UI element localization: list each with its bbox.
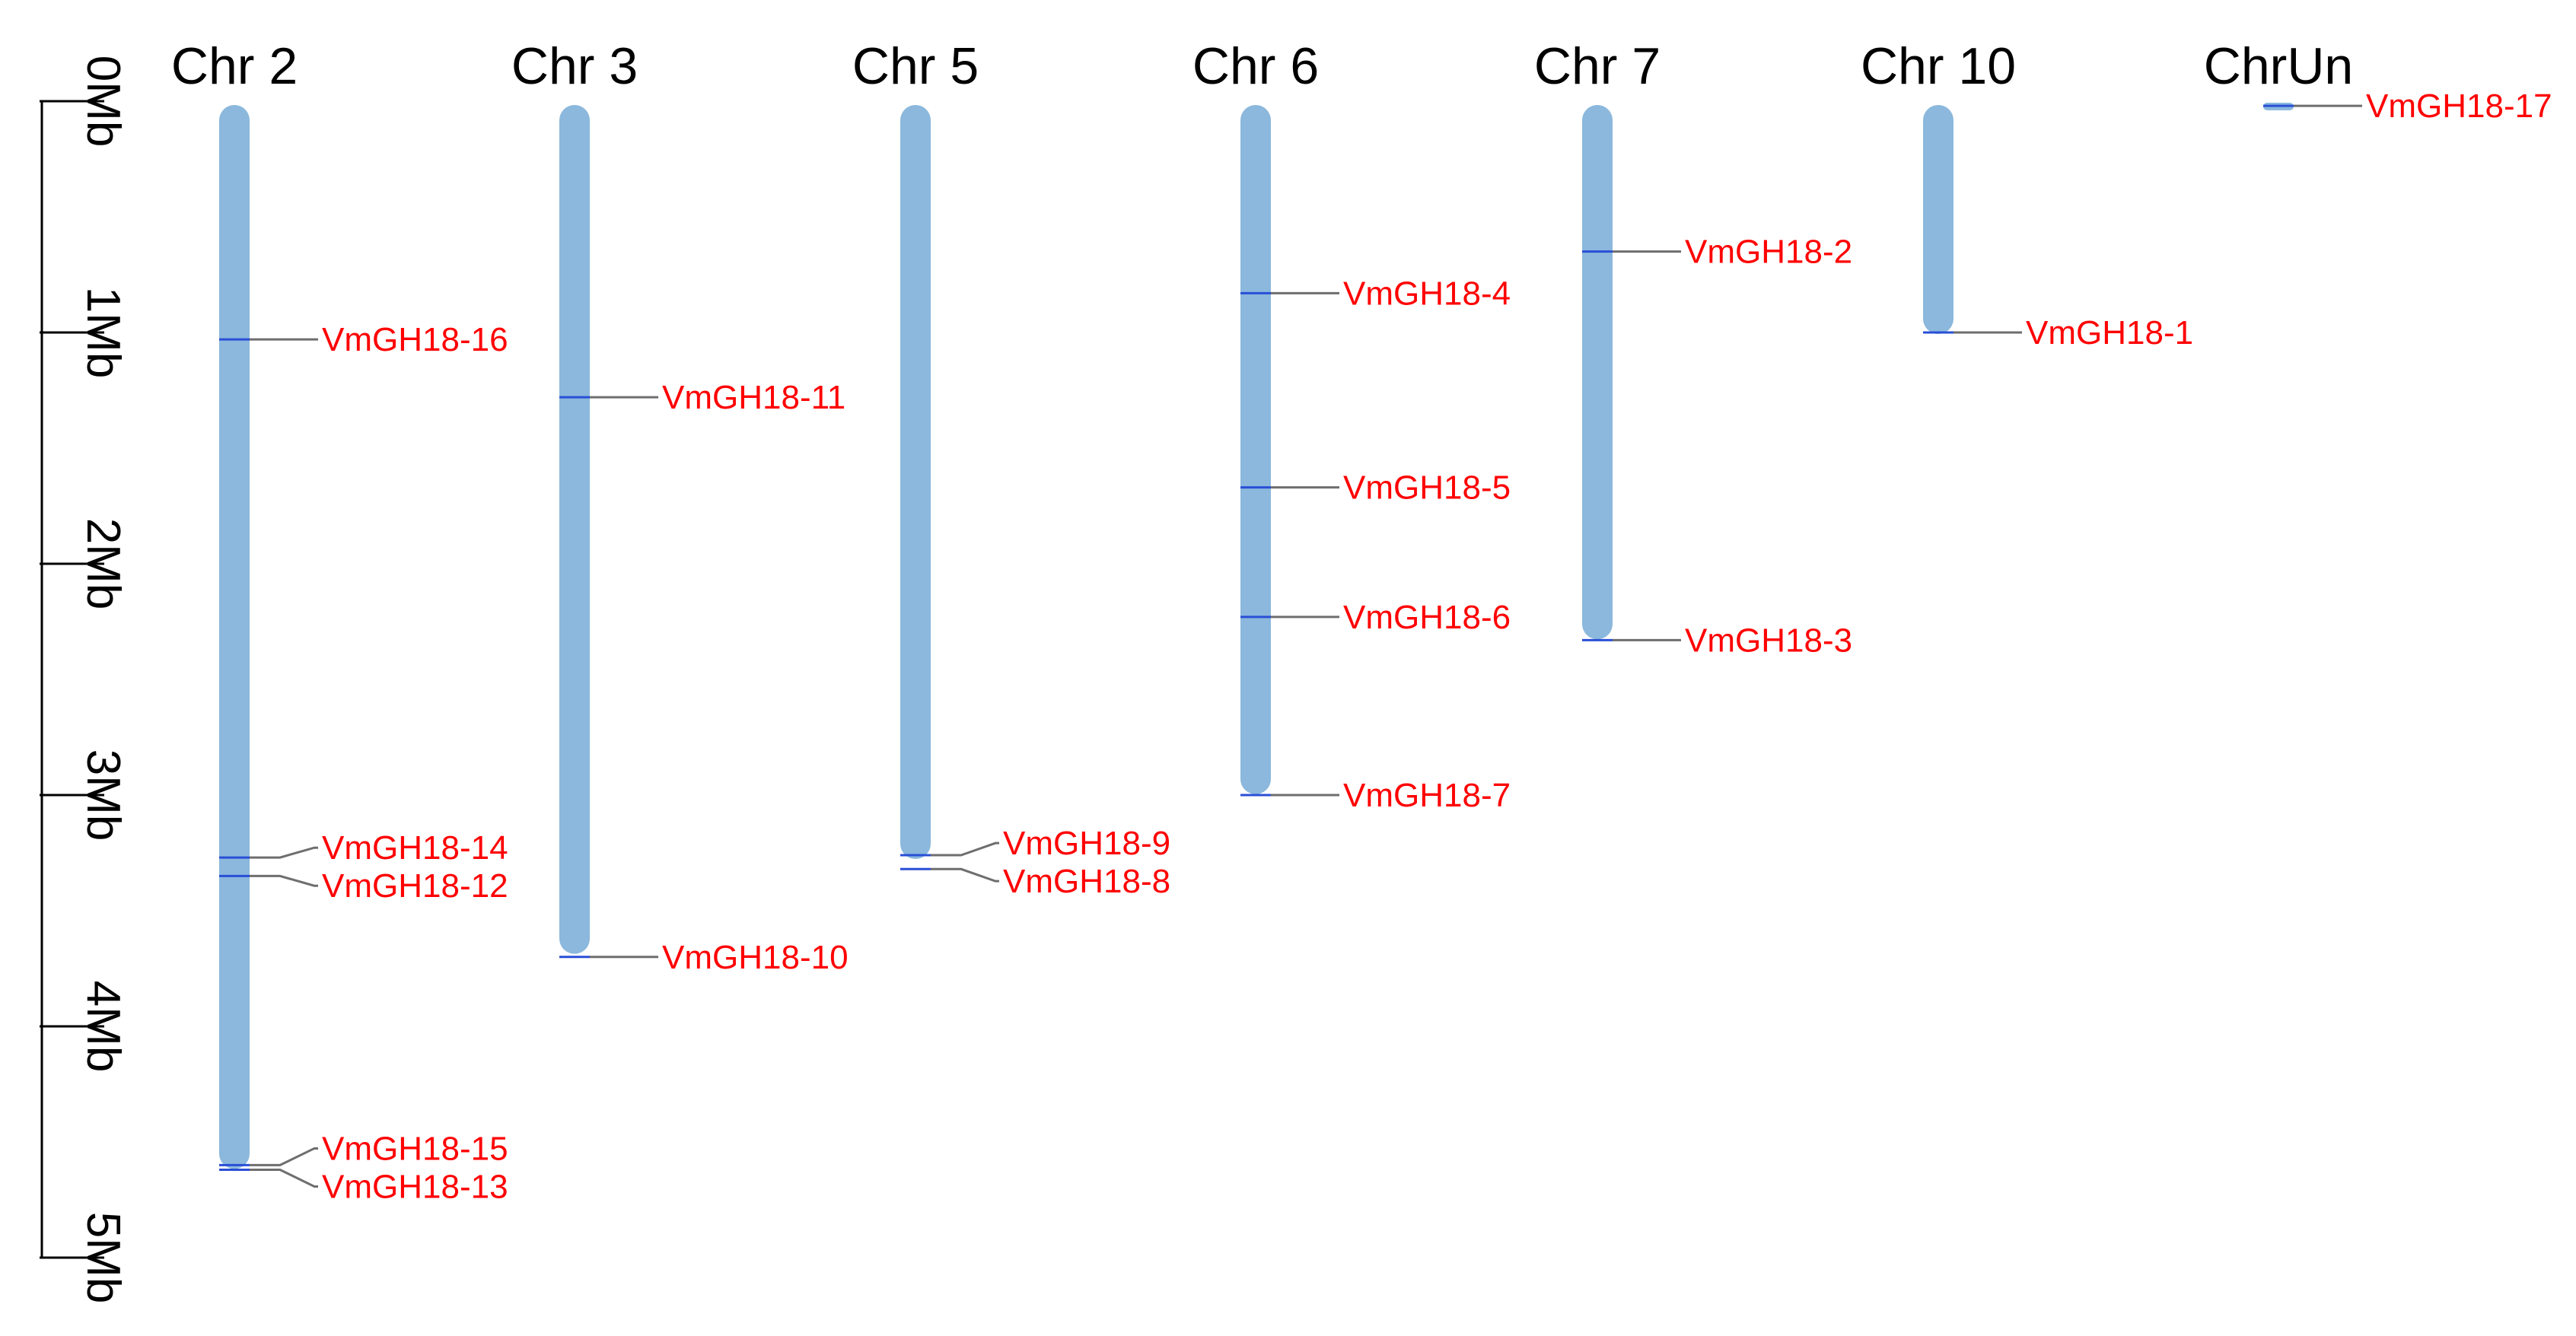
chromosome-bar (559, 105, 590, 954)
gene-label: VmGH18-12 (322, 867, 508, 905)
gene-label: VmGH18-11 (662, 379, 845, 416)
chromosome-group: Chr 2VmGH18-16VmGH18-14VmGH18-12VmGH18-1… (171, 37, 2552, 1205)
gene-label: VmGH18-7 (1343, 777, 1511, 814)
gene-label: VmGH18-15 (322, 1130, 508, 1167)
gene-label: VmGH18-17 (2366, 87, 2552, 125)
gene-connector (250, 1147, 318, 1166)
chromosome-name: Chr 5 (852, 37, 979, 95)
gene-label: VmGH18-14 (322, 829, 508, 867)
chromosome-bar (900, 105, 931, 860)
scale-tick-label: 4Mb (77, 981, 129, 1073)
gene-connector (931, 841, 999, 857)
scale-tick-label: 5Mb (77, 1212, 129, 1304)
gene-connector (250, 846, 318, 859)
scale-bar: 0Mb 1Mb 2Mb 3Mb 4Mb 5Mb (40, 56, 129, 1304)
gene-label: VmGH18-9 (1003, 825, 1170, 862)
chromosome-name: Chr 6 (1192, 37, 1319, 95)
scale-tick-label: 3Mb (77, 749, 129, 841)
chromosome-bar (219, 105, 250, 1169)
gene-connector (250, 1168, 318, 1188)
gene-label: VmGH18-1 (2026, 314, 2193, 351)
chromosome-bar (1582, 105, 1613, 640)
gene-label: VmGH18-2 (1685, 234, 1852, 271)
chromosome-name: ChrUn (2204, 37, 2354, 95)
gene-label: VmGH18-10 (662, 939, 849, 976)
gene-label: VmGH18-16 (322, 321, 508, 358)
chromosome-bar (1240, 105, 1271, 794)
gene-connector (250, 874, 318, 887)
chromosome-name: Chr 3 (511, 37, 638, 95)
gene-label: VmGH18-13 (322, 1168, 508, 1205)
chromosome-name: Chr 7 (1534, 37, 1661, 95)
chromosome-name: Chr 10 (1861, 37, 2016, 95)
gene-label: VmGH18-6 (1343, 599, 1511, 636)
gene-label: VmGH18-8 (1003, 863, 1170, 900)
gene-connector (931, 867, 999, 883)
chromosome-bar (1923, 105, 1953, 334)
chromosome-chr10: Chr 10 VmGH18-1 (1861, 37, 2193, 351)
scale-tick-label: 1Mb (77, 287, 129, 379)
scale-tick-label: 2Mb (77, 518, 129, 610)
scale-tick-label: 0Mb (77, 56, 129, 148)
gene-label: VmGH18-5 (1343, 469, 1511, 507)
chromosome-chr2: Chr 2 VmGH18-16VmGH18-14VmGH18-12VmGH18-1… (171, 37, 508, 1205)
gene-label: VmGH18-4 (1343, 275, 1511, 312)
gene-label: VmGH18-3 (1685, 622, 1852, 659)
chromosome-name: Chr 2 (171, 37, 298, 95)
